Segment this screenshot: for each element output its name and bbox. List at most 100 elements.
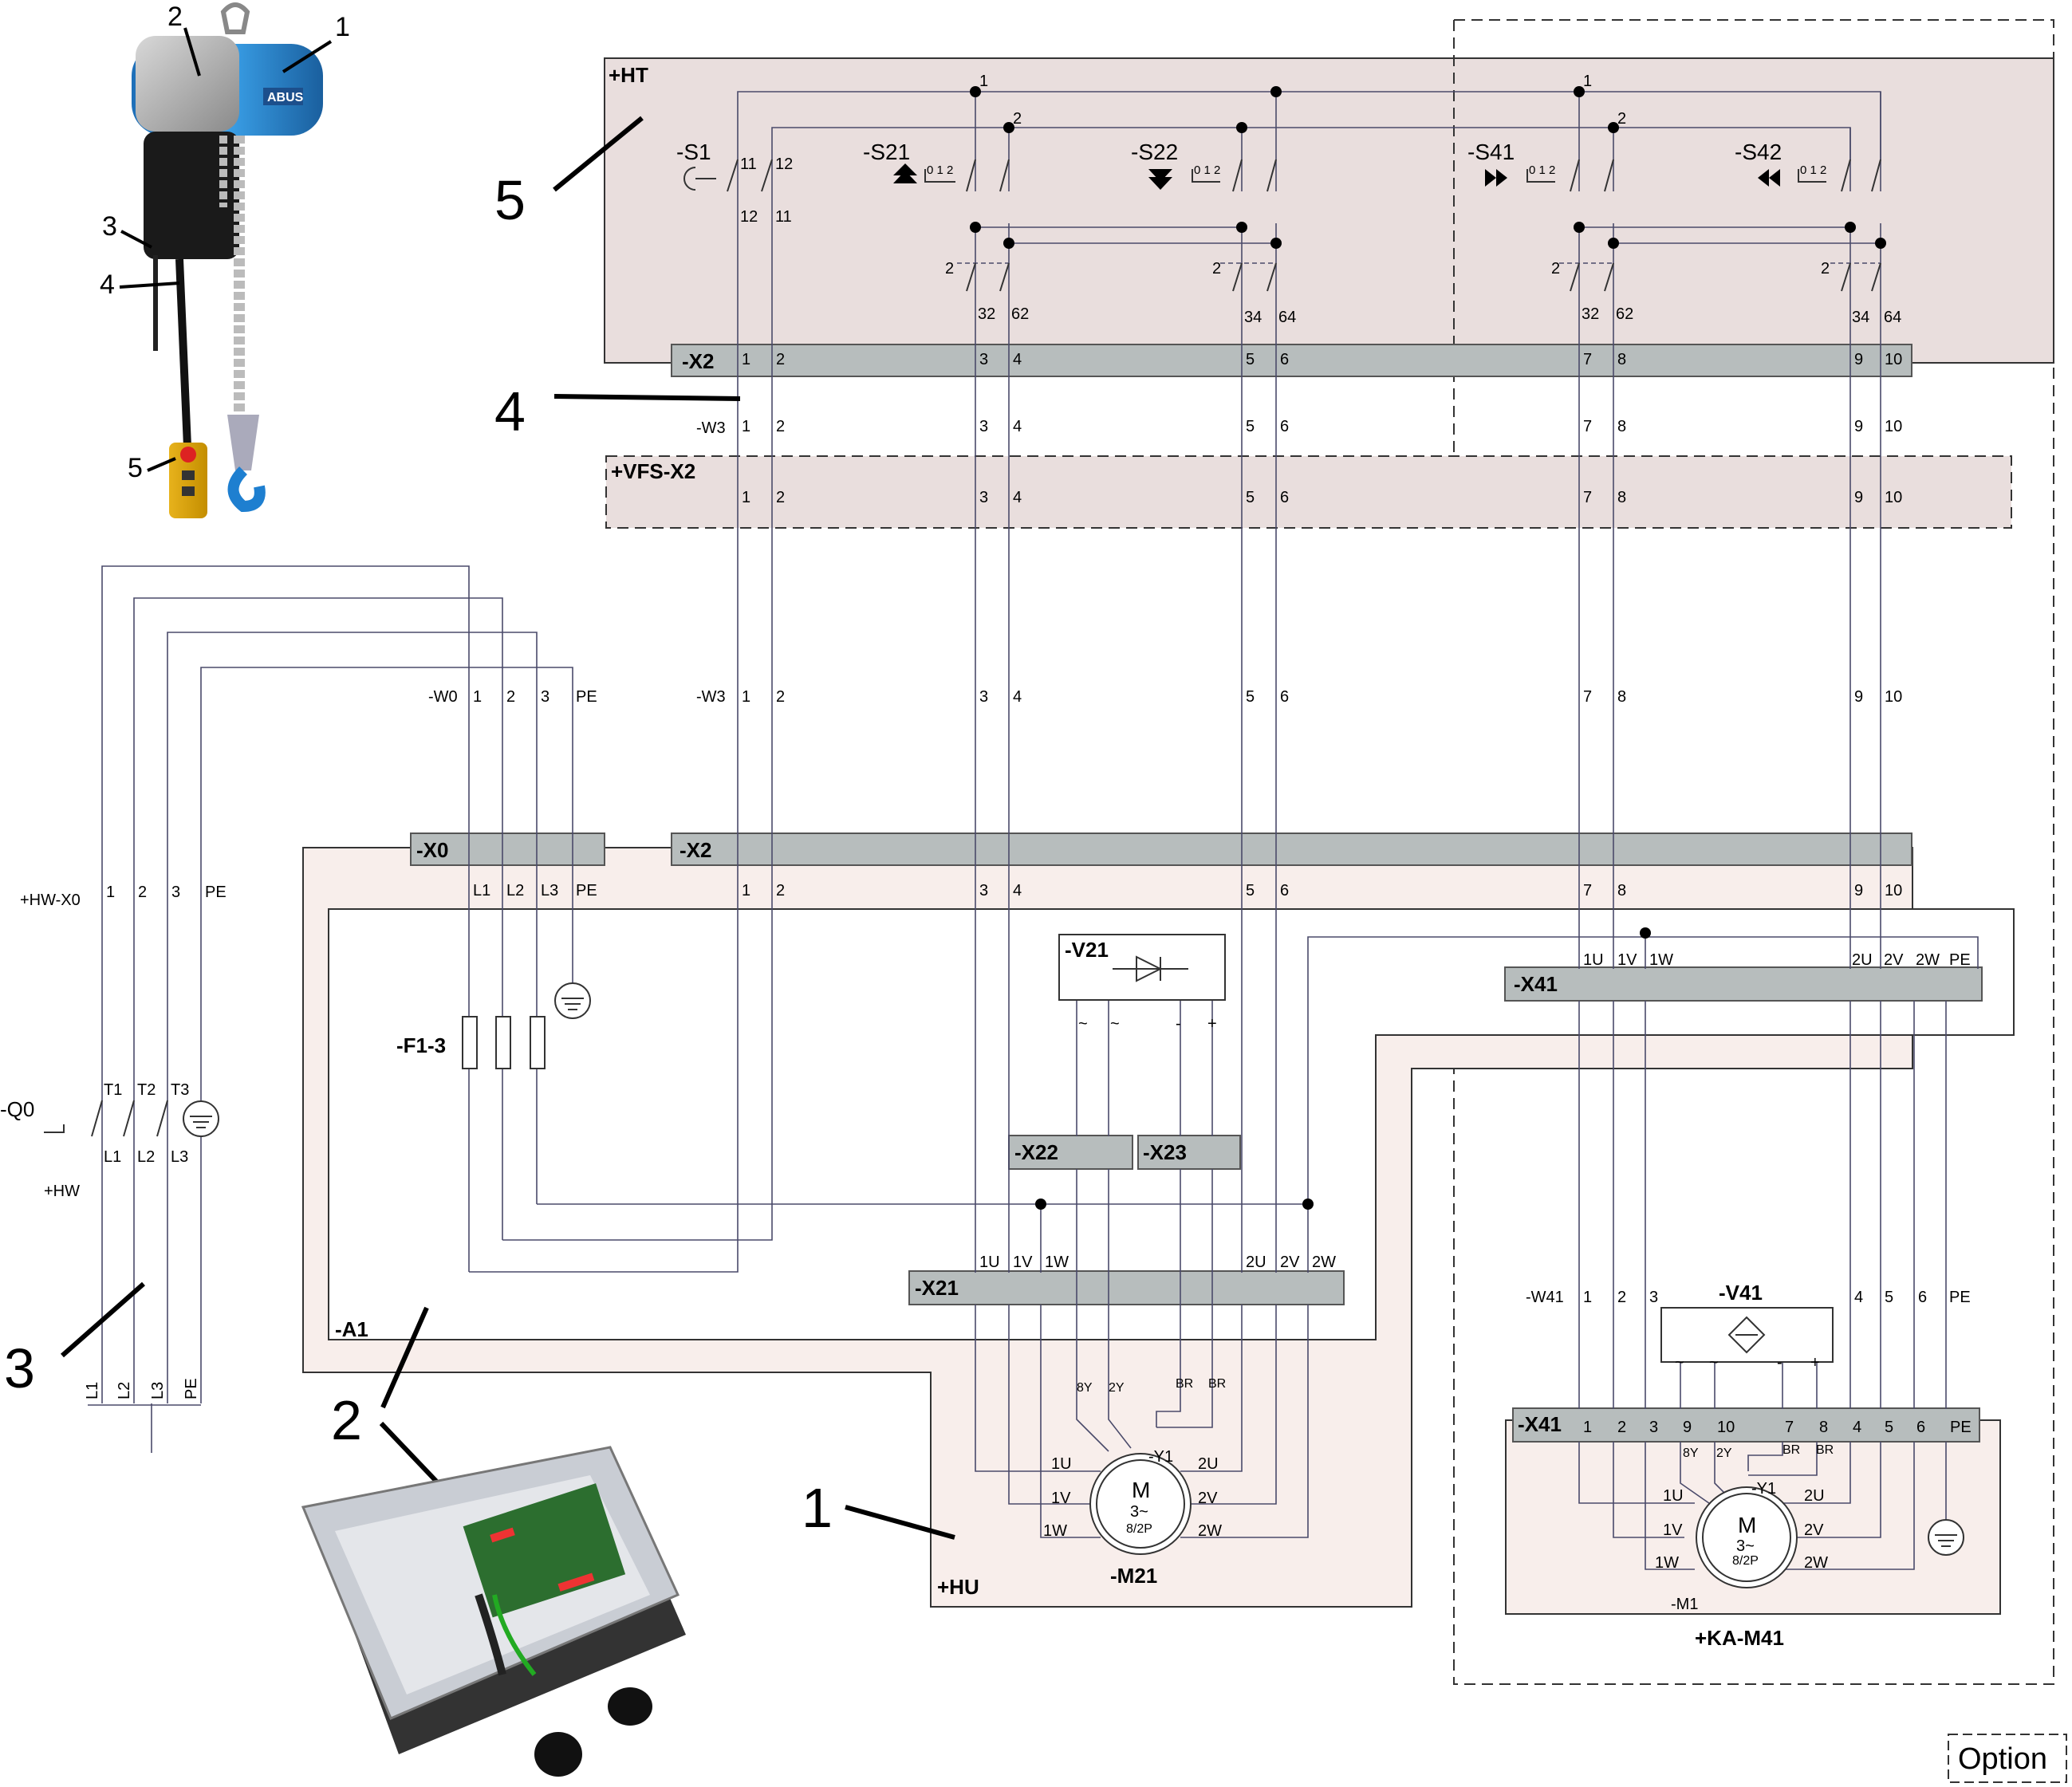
x21-1u: 1U [979, 1254, 1000, 1271]
x41t-1u: 1U [1583, 951, 1604, 969]
vfs-terminal-9: 9 [1854, 489, 1863, 506]
s41-out-62: 62 [1616, 305, 1633, 323]
w41-wire-3: 3 [1649, 1289, 1658, 1306]
switch-symbols [44, 159, 1881, 1137]
vfs-terminal-1: 1 [742, 489, 750, 506]
x21-strip [908, 1270, 1345, 1305]
option-label: Option [1958, 1742, 2047, 1776]
bus-node-2a: 2 [1013, 110, 1022, 128]
x2-top-strip [671, 344, 1912, 377]
callout-1: 1 [802, 1477, 833, 1539]
w3-top-wire-9: 9 [1854, 418, 1863, 435]
x41b-4: 4 [1853, 1419, 1861, 1436]
x22-label: -X22 [1014, 1140, 1058, 1164]
s21-positions: 0 1 2 [927, 163, 953, 177]
w3-label-mid: -W3 [696, 688, 726, 706]
x41t-1w: 1W [1649, 951, 1673, 969]
photo-callout-1: 1 [335, 12, 350, 42]
x41b-10: 10 [1717, 1419, 1735, 1436]
vfs-terminal-5: 5 [1246, 489, 1255, 506]
q0-t2: T2 [137, 1081, 156, 1099]
m21-2y: 2Y [1109, 1381, 1125, 1395]
m1-poles: 8/2P [1732, 1554, 1759, 1568]
control-box-photo [301, 1446, 686, 1777]
x2-mid-strip [671, 832, 1912, 866]
vfs-terminal-8: 8 [1617, 489, 1626, 506]
supply-pe: PE [183, 1378, 200, 1399]
v21-pin-neg: - [1176, 1015, 1181, 1033]
x21-1w: 1W [1045, 1254, 1069, 1271]
m21-2u: 2U [1198, 1455, 1219, 1473]
w3-mid-wire-8: 8 [1617, 688, 1626, 706]
callout-4: 4 [494, 380, 526, 443]
x41-top-strip [1504, 966, 1983, 1002]
a1-label: -A1 [335, 1317, 368, 1341]
w41-wire-1: 1 [1583, 1289, 1592, 1306]
x2-mid-terminal-6: 6 [1280, 882, 1289, 899]
w0-wire-3: 3 [541, 688, 550, 706]
v41-label: -V41 [1719, 1281, 1763, 1305]
vfs-terminal-3: 3 [979, 489, 988, 506]
x41b-3: 3 [1649, 1419, 1658, 1436]
vfs-terminal-7: 7 [1583, 489, 1592, 506]
f13-label: -F1-3 [396, 1033, 446, 1057]
callout-5-leader [553, 116, 644, 192]
vfs-terminal-4: 4 [1013, 489, 1022, 506]
hw-t3: 3 [171, 884, 180, 901]
vfs-terminal-10: 10 [1885, 489, 1902, 506]
w0-wire-pe: PE [576, 688, 597, 706]
hu-label: +HU [937, 1575, 979, 1599]
hw-label: +HW [44, 1183, 80, 1200]
w41-wire-5: 5 [1885, 1289, 1893, 1306]
callout-5: 5 [494, 169, 526, 231]
hoist-up-icon [893, 171, 917, 183]
motor-m1: M 3~ 8/2P -Y1 -M1 [1671, 1480, 1798, 1613]
m1-2w: 2W [1804, 1554, 1828, 1572]
a1-board [328, 908, 2015, 1340]
x2-top-terminal-10: 10 [1885, 351, 1902, 368]
travel-left-icon [1758, 169, 1769, 187]
w3-mid-wire-7: 7 [1583, 688, 1592, 706]
x0-l1: L1 [473, 882, 490, 899]
callout-3-leader [61, 1281, 145, 1358]
x2-mid-terminal-10: 10 [1885, 882, 1902, 899]
x2-top-terminal-5: 5 [1246, 351, 1255, 368]
w3-top-wire-1: 1 [742, 418, 750, 435]
x2-top-terminal-3: 3 [979, 351, 988, 368]
w41-label: -W41 [1526, 1289, 1564, 1306]
s21-label: -S21 [863, 140, 910, 164]
x2-top-terminal-1: 1 [742, 351, 750, 368]
s41-positions: 0 1 2 [1529, 163, 1555, 177]
x23-label: -X23 [1143, 1140, 1187, 1164]
s22-positions: 0 1 2 [1194, 163, 1220, 177]
w0-label: -W0 [428, 688, 458, 706]
w3-top-wire-2: 2 [776, 418, 785, 435]
x0-label: -X0 [416, 838, 448, 862]
hoist-down-icon [1148, 169, 1172, 182]
option-frame [1453, 19, 2054, 1685]
m21-8y: 8Y [1077, 1381, 1093, 1395]
q0-l3: L3 [171, 1148, 188, 1166]
bus-node-1a: 1 [979, 73, 988, 90]
x2-top-label: -X2 [682, 349, 714, 373]
w3-top-wire-5: 5 [1246, 418, 1255, 435]
x41-bottom-strip [1512, 1407, 1980, 1443]
x2-top-terminal-8: 8 [1617, 351, 1626, 368]
s41-label: -S41 [1467, 140, 1515, 164]
motor-m21: M 3~ 8/2P -Y1 -M21 [1089, 1448, 1192, 1588]
x2-top-terminal-2: 2 [776, 351, 785, 368]
m1-8y: 8Y [1683, 1447, 1699, 1460]
q0-label: -Q0 [0, 1097, 34, 1121]
x21-2u: 2U [1246, 1254, 1266, 1271]
x21-2w: 2W [1312, 1254, 1336, 1271]
v21-pin-ac1: ~ [1078, 1015, 1088, 1033]
vfs-panel [605, 455, 2012, 529]
m21-br1: BR [1176, 1377, 1193, 1391]
x41-top-label: -X41 [1514, 972, 1558, 996]
photo-callout-4: 4 [100, 270, 115, 300]
w41-wire-6: 6 [1918, 1289, 1927, 1306]
m21-2v: 2V [1198, 1490, 1218, 1507]
callout-4-leader [553, 394, 741, 401]
w3-top-wire-10: 10 [1885, 418, 1902, 435]
s42-out-64: 64 [1884, 309, 1901, 326]
